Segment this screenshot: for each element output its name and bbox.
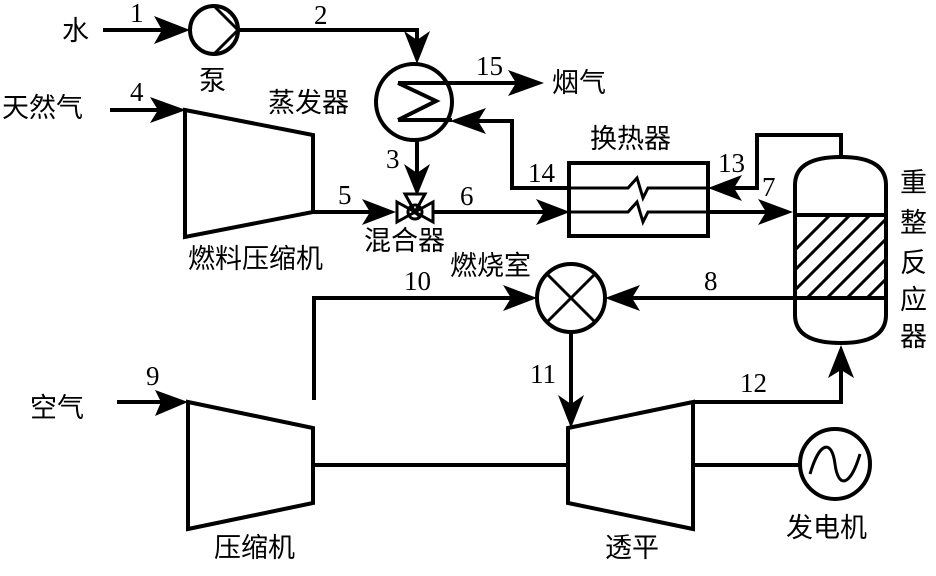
stream-14-line bbox=[470, 119, 570, 190]
stream-2-arrow bbox=[404, 31, 430, 64]
evaporator-coil-icon bbox=[397, 81, 441, 122]
stream-2-label: 2 bbox=[314, 0, 328, 30]
label-reformer-char-5: 器 bbox=[900, 322, 927, 353]
label-reformer-char-2: 整 bbox=[900, 208, 927, 239]
ac-sine-icon bbox=[808, 445, 862, 483]
fuel-compressor bbox=[183, 107, 315, 240]
label-mixer: 混合器 bbox=[364, 226, 445, 257]
stream-9-label: 9 bbox=[146, 361, 160, 391]
label-flue-gas: 烟气 bbox=[552, 68, 606, 99]
heat-exchanger-hot-pass bbox=[569, 175, 708, 203]
mixer-valve-icon bbox=[395, 192, 435, 225]
mixer-cross bbox=[408, 205, 422, 219]
stream-10-label: 10 bbox=[404, 266, 431, 296]
pump bbox=[188, 4, 240, 56]
combustor-cross-b bbox=[545, 272, 597, 324]
label-turbine: 透平 bbox=[605, 533, 659, 564]
stream-8-label: 8 bbox=[704, 266, 718, 296]
label-generator: 发电机 bbox=[786, 513, 867, 544]
stream-5-label: 5 bbox=[338, 180, 352, 210]
label-pump: 泵 bbox=[199, 66, 226, 97]
stream-14-label: 14 bbox=[528, 158, 556, 188]
label-reformer-char-1: 重 bbox=[900, 168, 927, 199]
pump-line-bottom bbox=[212, 28, 240, 56]
stream-13-label: 13 bbox=[718, 148, 745, 178]
stream-9-arrow bbox=[155, 390, 188, 416]
stream-12-arrow bbox=[828, 345, 854, 378]
stream-14-arrow bbox=[450, 108, 486, 134]
stream-11-arrow bbox=[558, 395, 584, 428]
stream-7-label: 7 bbox=[762, 172, 776, 202]
stream-13-line bbox=[728, 133, 843, 190]
stream-3-arrow bbox=[404, 164, 430, 196]
stream-11-label: 11 bbox=[530, 359, 556, 389]
heat-exchanger-cold-pass bbox=[569, 199, 708, 227]
air-compressor bbox=[186, 399, 315, 532]
stream-3-label: 3 bbox=[386, 144, 400, 174]
reformer-vessel bbox=[793, 154, 888, 346]
stream-15-label: 15 bbox=[476, 51, 503, 81]
label-air-compressor: 压缩机 bbox=[214, 533, 295, 564]
label-evaporator: 蒸发器 bbox=[268, 88, 349, 119]
stream-12-line bbox=[693, 365, 843, 404]
mixer-top-triangle bbox=[402, 192, 428, 216]
label-reformer: 重 整 反 应 器 bbox=[900, 168, 927, 353]
stream-12-label: 12 bbox=[740, 368, 767, 398]
label-air: 空气 bbox=[30, 393, 84, 424]
stream-7-arrow bbox=[758, 199, 793, 225]
stream-8-arrow bbox=[605, 285, 640, 311]
label-reformer-char-3: 反 bbox=[900, 248, 927, 279]
stream-6-label: 6 bbox=[460, 181, 474, 211]
reformer-catalyst-bed bbox=[795, 215, 886, 298]
combustor bbox=[535, 262, 607, 334]
generator bbox=[798, 427, 872, 501]
pump-body bbox=[188, 4, 240, 56]
stream-2-line bbox=[238, 28, 419, 54]
stream-1-arrow bbox=[154, 16, 190, 44]
stream-10-line bbox=[312, 296, 520, 400]
label-fuel-compressor: 燃料压缩机 bbox=[188, 244, 323, 275]
stream-4-arrow bbox=[150, 97, 186, 123]
label-heat-exchanger: 换热器 bbox=[590, 124, 671, 155]
mixer-center-circle bbox=[406, 203, 424, 221]
stream-6-arrow bbox=[536, 199, 570, 225]
heat-exchanger bbox=[567, 161, 710, 238]
pump-line-top bbox=[212, 4, 240, 32]
label-natural-gas: 天然气 bbox=[2, 93, 83, 124]
evaporator-body bbox=[374, 62, 454, 142]
label-water: 水 bbox=[62, 16, 89, 47]
reformer bbox=[793, 154, 888, 346]
label-combustor: 燃烧室 bbox=[450, 251, 531, 282]
label-reformer-char-4: 应 bbox=[900, 285, 927, 316]
stream-4-label: 4 bbox=[130, 77, 144, 107]
turbine bbox=[566, 399, 695, 532]
evaporator bbox=[374, 62, 454, 142]
mixer-left-triangle bbox=[395, 199, 419, 225]
stream-10-arrow bbox=[503, 285, 537, 311]
stream-13-arrow bbox=[708, 175, 742, 201]
stream-15-arrow bbox=[508, 70, 544, 96]
heat-exchanger-body bbox=[567, 161, 710, 238]
stream-1-label: 1 bbox=[130, 0, 144, 28]
stream-5-arrow bbox=[362, 199, 396, 225]
